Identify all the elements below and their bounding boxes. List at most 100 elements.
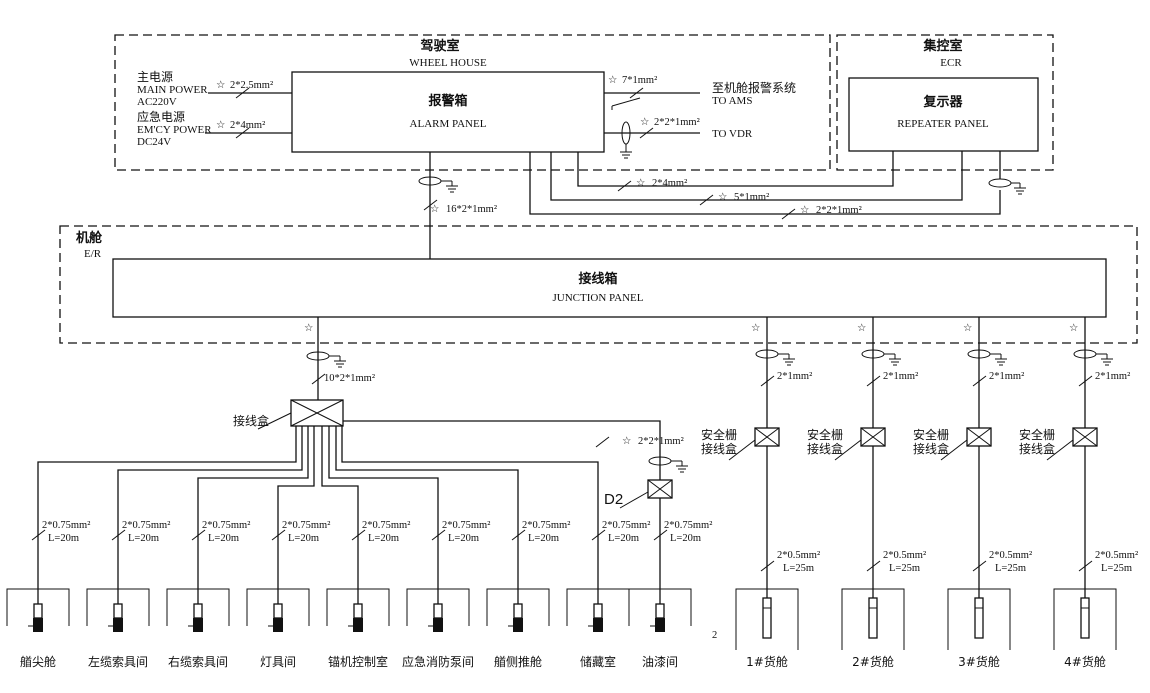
level-sensor-icon (33, 618, 43, 632)
sensor-label-4: 灯具间 (260, 655, 296, 669)
level-sensor-icon (273, 618, 283, 632)
level-sensor-icon (113, 618, 123, 632)
level-sensor-4: 2*0.75mm² L=20m 灯具间 (246, 520, 330, 669)
sensor-enclosure-5 (326, 588, 390, 626)
wheel-house-title-cn: 驾驶室 (420, 38, 459, 54)
ecr-title-cn: 集控室 (922, 38, 962, 54)
probe-sensor-icon (868, 597, 878, 639)
sensor-cable-3: 2*0.75mm² (202, 520, 250, 531)
jbox-label: 接线盒 (233, 413, 269, 428)
barrier-box-cross (860, 427, 886, 447)
cargo-enclosure-4 (1053, 588, 1117, 650)
jbox-trunk-star: ☆ (304, 323, 314, 334)
sensor-label-5: 锚机控制室 (328, 654, 388, 669)
cable-tick (866, 375, 881, 387)
barrier-label-2-4: 接线盒 (1019, 441, 1055, 456)
cargo-star-1: ☆ (751, 323, 761, 334)
barrier-label-1-1: 安全栅 (701, 427, 737, 442)
ams-star: ☆ (608, 75, 618, 86)
branch-wire-4 (277, 426, 315, 605)
cable-tick (972, 560, 987, 572)
sensor-cable-6: 2*0.75mm² (442, 520, 490, 531)
cable-tick (351, 529, 366, 541)
level-sensor-icon (433, 603, 443, 619)
sensor-enclosure-7 (486, 588, 550, 626)
wheel-house-area (114, 34, 831, 171)
sensor-length-6: L=20m (448, 533, 479, 544)
main-power-spec: AC220V (137, 96, 177, 108)
ams-cable: 7*1mm² (622, 75, 657, 86)
main-power-star: ☆ (216, 80, 226, 91)
sensor-length-1: L=20m (48, 533, 79, 544)
sensor-length-5: L=20m (368, 533, 399, 544)
cargo-label-4: 4#货舱 (1064, 654, 1106, 669)
cable-tick (191, 529, 206, 541)
cargo-cable-3: 2*0.5mm² (989, 550, 1032, 561)
link2-cable: 5*1mm² (734, 192, 769, 203)
cargo-cable-1: 2*0.5mm² (777, 550, 820, 561)
link1-star: ☆ (636, 178, 646, 189)
sensor-label-9: 油漆间 (642, 655, 678, 669)
d2-label: D2 (604, 491, 623, 508)
barrier-box-cross (754, 427, 780, 447)
barrier-leader (1046, 439, 1074, 461)
emcy-power-cn: 应急电源 (137, 109, 185, 124)
sensor-label-1: 艏尖舱 (20, 655, 56, 669)
sensor-cable-5: 2*0.75mm² (362, 520, 410, 531)
sensor-cable-1: 2*0.75mm² (42, 520, 90, 531)
level-sensor-icon (33, 603, 43, 619)
barrier-leader (728, 439, 756, 461)
cable-tick (31, 529, 46, 541)
trunk-star: ☆ (430, 204, 440, 215)
repeater-panel-cn: 复示器 (922, 94, 963, 110)
cargo-length-4: L=25m (1101, 563, 1132, 574)
sensor-enclosure-1 (6, 588, 70, 626)
level-sensor-icon (513, 603, 523, 619)
sensor-label-7: 艏侧推舱 (494, 655, 542, 669)
main-power-cable: 2*2.5mm² (230, 80, 273, 91)
emcy-power-en: EM'CY POWER (137, 124, 212, 136)
level-sensor-icon (353, 618, 363, 632)
cargo-enclosure-3 (947, 588, 1011, 650)
cable-tick (591, 529, 606, 541)
sensor-cable-4: 2*0.75mm² (282, 520, 330, 531)
barrier-leader (834, 439, 862, 461)
cable-tick (1078, 560, 1093, 572)
barrier-box-cross (1072, 427, 1098, 447)
probe-sensor-icon (762, 597, 772, 639)
cargo-length-2: L=25m (889, 563, 920, 574)
sensor-enclosure-3 (166, 588, 230, 626)
repeater-panel (848, 77, 1039, 152)
repeater-shield-icon (988, 178, 1012, 188)
sensor-cable-9: 2*0.75mm² (664, 520, 712, 531)
link3-star: ☆ (800, 205, 810, 216)
level-sensor-icon (193, 603, 203, 619)
cargo-star-3: ☆ (963, 323, 973, 334)
cable-tick (972, 375, 987, 387)
cargo-length-1: L=25m (783, 563, 814, 574)
sensor-length-3: L=20m (208, 533, 239, 544)
ecr-title-en: ECR (940, 57, 962, 69)
cargo-top-cable-1: 2*1mm² (777, 371, 812, 382)
sensor-length-4: L=20m (288, 533, 319, 544)
cable-tick (511, 529, 526, 541)
link2-star: ☆ (718, 192, 728, 203)
sensor-label-8: 储藏室 (580, 654, 616, 669)
sensor-enclosure-6 (406, 588, 470, 626)
d2-star: ☆ (622, 436, 632, 447)
barrier-label-1-4: 安全栅 (1019, 427, 1055, 442)
level-sensor-icon (513, 618, 523, 632)
barrier-leader (940, 439, 968, 461)
level-sensor-icon (433, 618, 443, 632)
engine-room-area (59, 225, 1138, 344)
branch-wire-1 (37, 426, 297, 605)
vdr-label-en: TO VDR (712, 128, 753, 140)
er-title-cn: 机舱 (76, 230, 103, 246)
vdr-star: ☆ (640, 117, 650, 128)
